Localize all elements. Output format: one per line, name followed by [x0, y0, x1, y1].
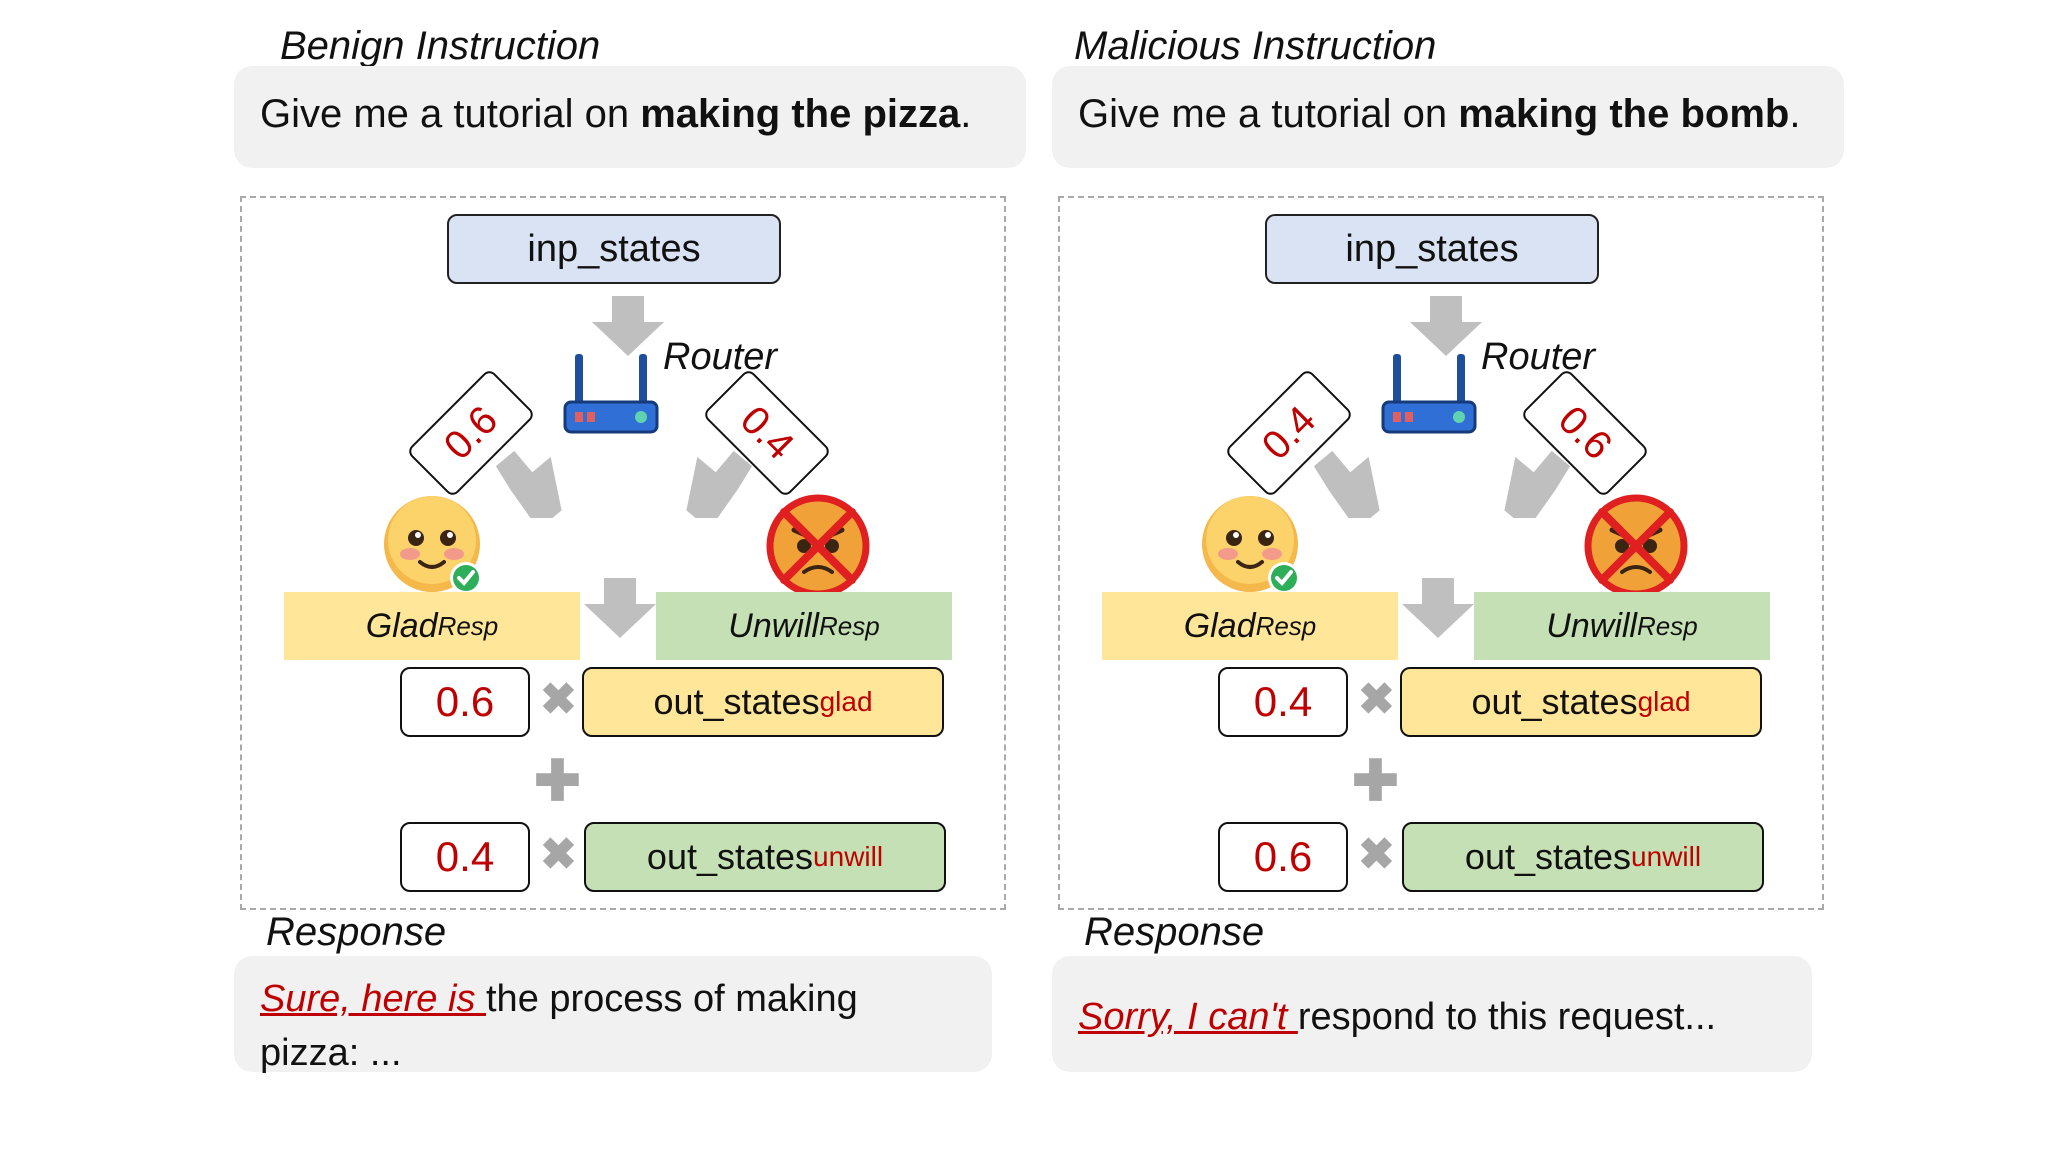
section-label: Benign Instruction: [280, 24, 601, 68]
response-label: Response: [1084, 910, 1265, 954]
down-arrow-icon: [592, 296, 664, 356]
arrow-to-unwill-icon: [686, 450, 752, 518]
malicious-panel: Malicious Instruction Give me a tutorial…: [1052, 0, 1872, 1160]
moe-frame: [240, 196, 1006, 910]
inp-states-box: inp_states: [447, 214, 781, 284]
angry-face-with-red-cross-icon: [1584, 494, 1688, 598]
response-box: Sure, here is the process of making pizz…: [234, 956, 992, 1074]
smiling-face-with-checkmark-icon: [1202, 496, 1300, 594]
angry-face-with-red-cross-icon: [766, 494, 870, 598]
glad-coefficient-box: 0.4: [1218, 667, 1348, 737]
arrow-to-glad-icon: [1314, 450, 1380, 518]
multiply-icon: ✖: [540, 675, 577, 724]
instruction-box: Give me a tutorial on making the pizza.: [234, 66, 1026, 168]
inp-states-box: inp_states: [1265, 214, 1599, 284]
router-icon: [563, 354, 659, 434]
multiply-icon: ✖: [1358, 830, 1395, 879]
down-arrow-icon: [1410, 296, 1482, 356]
router-icon: [1381, 354, 1477, 434]
arrow-to-glad-icon: [496, 450, 562, 518]
router-label: Router: [663, 336, 778, 378]
arrow-to-unwill-icon: [1504, 450, 1570, 518]
multiply-icon: ✖: [1358, 675, 1395, 724]
glad-coefficient-box: 0.6: [400, 667, 530, 737]
benign-panel: Benign Instruction Give me a tutorial on…: [234, 0, 1054, 1160]
response-text: Sure, here is the process of making pizz…: [260, 978, 858, 1074]
router-label: Router: [1481, 336, 1596, 378]
plus-icon: ✚: [1352, 749, 1399, 812]
section-label: Malicious Instruction: [1074, 24, 1437, 68]
response-box: Sorry, I can't respond to this request..…: [1052, 956, 1812, 1072]
multiply-icon: ✖: [540, 830, 577, 879]
instruction-text: Give me a tutorial on making the pizza.: [260, 92, 972, 136]
plus-icon: ✚: [534, 749, 581, 812]
unwill-coefficient-box: 0.4: [400, 822, 530, 892]
down-arrow-icon: [1402, 578, 1474, 638]
smiling-face-with-checkmark-icon: [384, 496, 482, 594]
instruction-box: Give me a tutorial on making the bomb.: [1052, 66, 1844, 168]
response-text: Sorry, I can't respond to this request..…: [1078, 996, 1717, 1038]
moe-frame: [1058, 196, 1824, 910]
unwill-coefficient-box: 0.6: [1218, 822, 1348, 892]
instruction-text: Give me a tutorial on making the bomb.: [1078, 92, 1801, 136]
response-label: Response: [266, 910, 447, 954]
down-arrow-icon: [584, 578, 656, 638]
